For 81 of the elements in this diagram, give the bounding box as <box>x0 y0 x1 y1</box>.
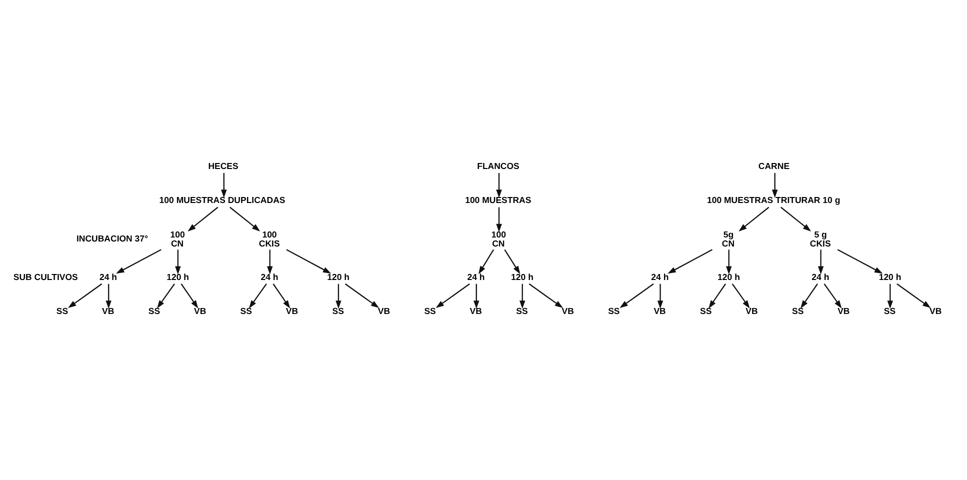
node-text: VB <box>838 306 850 316</box>
node-text: 120 h <box>327 272 350 282</box>
node-text: 24 h <box>812 272 830 282</box>
label: INCUBACION 37° <box>76 234 148 244</box>
node-text: SS <box>148 306 160 316</box>
node-text: 120 h <box>878 272 902 282</box>
node-text: 120 h <box>166 272 189 282</box>
node-text: 100 CN <box>491 230 506 248</box>
arrow <box>474 284 480 309</box>
node-text: SS <box>332 306 344 316</box>
node-text: SS <box>792 306 804 316</box>
arrow <box>726 250 732 274</box>
node-text: CARNE <box>758 160 790 171</box>
arrow <box>504 249 520 274</box>
node-text: SS <box>424 306 436 316</box>
arrow <box>286 249 332 274</box>
node-text: VB <box>470 306 482 316</box>
arrow <box>157 284 175 308</box>
arrow <box>344 283 380 308</box>
arrow <box>772 172 778 198</box>
arrow <box>657 284 664 309</box>
node-text: SS <box>516 306 528 316</box>
node-text: SS <box>240 306 252 316</box>
arrow <box>668 249 713 274</box>
node-text: SS <box>56 306 68 316</box>
arrow <box>818 250 824 274</box>
arrow <box>800 284 818 308</box>
node-text: 100 MUESTRAS TRITURAR 10 g <box>706 195 840 206</box>
arrow <box>230 206 260 232</box>
node-text: 24 h <box>99 272 117 282</box>
node-text: HECES <box>208 160 238 171</box>
arrow <box>248 284 267 308</box>
node-text: VB <box>378 306 390 316</box>
arrow <box>336 284 342 309</box>
arrow <box>180 284 198 308</box>
arrow <box>267 250 273 274</box>
arrow <box>175 250 181 274</box>
node-text: 120 h <box>718 272 740 282</box>
arrow <box>106 284 112 309</box>
node-text: 100 MUESTRAS <box>465 195 532 206</box>
node-text: 100 MUESTRAS DUPLICADAS <box>159 195 286 206</box>
node-text: 120 h <box>511 272 534 282</box>
arrow <box>780 206 812 232</box>
node-text: VB <box>930 306 942 316</box>
node-text: 5 g CKIS <box>810 230 831 248</box>
arrow <box>221 172 227 198</box>
label: SUB CULTIVOS <box>13 272 78 282</box>
arrow <box>837 249 883 274</box>
node-text: SS <box>700 306 712 316</box>
arrow <box>496 207 502 232</box>
node-text: 100 CKIS <box>258 230 280 248</box>
arrow <box>887 284 893 309</box>
arrow <box>708 284 726 308</box>
arrow <box>436 283 470 308</box>
arrow <box>496 172 502 198</box>
node-text: VB <box>562 306 574 316</box>
arrow <box>478 249 494 274</box>
arrow <box>528 283 563 308</box>
node-text: FLANCOS <box>477 160 520 171</box>
node-text: 24 h <box>651 272 669 282</box>
arrow <box>272 284 290 308</box>
arrow <box>520 284 526 309</box>
arrow <box>732 284 750 308</box>
arrow <box>824 284 842 308</box>
arrow <box>738 206 770 232</box>
node-text: VB <box>746 306 758 316</box>
arrow <box>68 283 102 308</box>
node-text: VB <box>654 306 666 316</box>
node-text: SS <box>608 306 620 316</box>
arrow <box>188 206 218 232</box>
node-text: 24 h <box>260 272 278 282</box>
arrow <box>896 283 931 308</box>
node-text: VB <box>194 306 206 316</box>
arrow <box>620 283 654 308</box>
node-text: SS <box>884 306 896 316</box>
node-text: VB <box>102 306 114 316</box>
node-text: VB <box>286 306 298 316</box>
arrow <box>116 249 162 274</box>
node-text: 5g CN <box>722 230 735 248</box>
node-text: 24 h <box>467 272 485 282</box>
node-text: 100 CN <box>170 230 185 248</box>
